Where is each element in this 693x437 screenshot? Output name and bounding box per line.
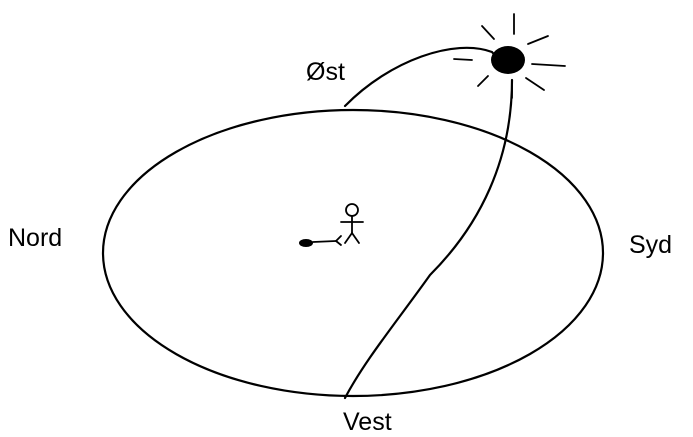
shadow-icon [299, 236, 341, 247]
label-nord: Nord [8, 224, 62, 252]
sun-icon [454, 14, 565, 98]
horizon-ellipse [103, 110, 603, 396]
label-syd: Syd [629, 231, 672, 259]
label-vest: Vest [343, 408, 392, 436]
stick-figure-icon [341, 204, 363, 243]
label-ost: Øst [306, 58, 345, 86]
sun-path-descent [345, 80, 512, 398]
sun-path-arc [345, 48, 503, 106]
